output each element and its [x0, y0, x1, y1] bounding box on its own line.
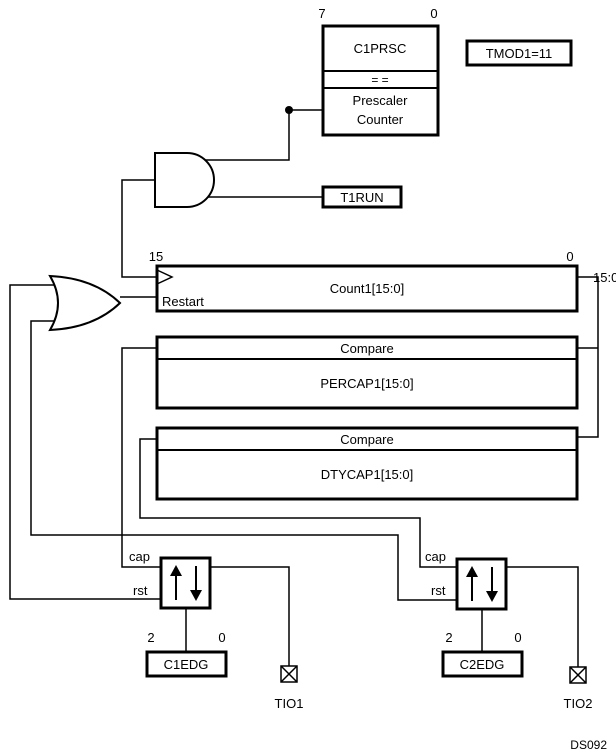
prescaler-block: 7 0 C1PRSC = = Prescaler Counter [318, 6, 440, 137]
wire-count-bus [577, 276, 599, 438]
percap1-label: PERCAP1[15:0] [320, 376, 413, 391]
tio1-pin-icon [280, 665, 298, 683]
tmod-register: TMOD1=11 [465, 39, 573, 67]
count1-bit-low: 0 [566, 249, 573, 264]
percap1-box [155, 335, 579, 410]
tio2-pin-icon [569, 666, 587, 684]
edge1-up-down-arrows-icon [170, 565, 202, 601]
wire-or-in1 [9, 284, 161, 600]
count-bus-label: 15:0 [593, 270, 616, 285]
wire-edge2-to-tio2 [506, 566, 579, 667]
c2edg-box [441, 650, 524, 678]
wire-percap-to-edge1-cap [121, 347, 161, 568]
prescaler-register-label: C1PRSC [354, 41, 407, 56]
junction-dot [285, 106, 293, 114]
c2edg-bit-low: 0 [514, 630, 521, 645]
edge1-cap-label: cap [129, 549, 150, 564]
prescaler-bit-high: 7 [318, 6, 325, 21]
prescaler-outline [321, 24, 440, 137]
c1edg-bit-high: 2 [147, 630, 154, 645]
t1run-register: T1RUN [321, 185, 403, 209]
c2edg-bit-high: 2 [445, 630, 452, 645]
tio1-label: TIO1 [275, 696, 304, 711]
edge2-rst-label: rst [431, 583, 446, 598]
c2edg-label: C2EDG [460, 657, 505, 672]
wire-edge1-to-tio1 [210, 566, 290, 666]
document-id: DS092 [570, 738, 607, 752]
t1run-box [321, 185, 403, 209]
and-gate [154, 152, 215, 208]
wire-prescaler-to-and [186, 109, 323, 161]
clock-input-triangle [156, 269, 174, 285]
edge2-cap-label: cap [425, 549, 446, 564]
dtycap1-compare-label: Compare [340, 432, 393, 447]
prescaler-compare-label: = = [371, 73, 388, 87]
prescaler-bit-low: 0 [430, 6, 437, 21]
tmod-label: TMOD1=11 [486, 46, 553, 61]
dtycap1-label: DTYCAP1[15:0] [321, 467, 414, 482]
c1edg-box [145, 650, 228, 678]
tmod-box [465, 39, 573, 67]
edge-detector-2: cap rst 2 0 C2EDG TIO2 [425, 549, 592, 711]
restart-label: Restart [162, 294, 204, 309]
t1run-label: T1RUN [340, 190, 383, 205]
c1edg-bit-low: 0 [218, 630, 225, 645]
count1-bit-high: 15 [149, 249, 163, 264]
prescaler-counter-line2: Counter [357, 112, 404, 127]
count1-box [155, 264, 579, 313]
edge1-rst-label: rst [133, 583, 148, 598]
edge1-box [159, 556, 212, 610]
wires [9, 106, 599, 667]
c1edg-label: C1EDG [164, 657, 209, 672]
dtycap1-box [155, 426, 579, 501]
edge2-box [455, 557, 508, 611]
tio2-label: TIO2 [564, 696, 593, 711]
wire-or-in2 [30, 320, 457, 601]
prescaler-counter-line1: Prescaler [353, 93, 409, 108]
percap1-register: Compare PERCAP1[15:0] [155, 335, 579, 410]
dtycap1-register: Compare DTYCAP1[15:0] [155, 426, 579, 501]
count1-register: 15 0 Count1[15:0] Restart 15:0 [149, 249, 616, 313]
wire-and-to-count-clock [121, 179, 157, 278]
wire-dtycap-to-edge2-cap [139, 438, 457, 568]
percap1-compare-label: Compare [340, 341, 393, 356]
count1-label: Count1[15:0] [330, 281, 404, 296]
edge-detector-1: cap rst 2 0 C1EDG TIO1 [129, 549, 303, 711]
or-gate [48, 274, 122, 332]
edge2-up-down-arrows-icon [466, 566, 498, 602]
